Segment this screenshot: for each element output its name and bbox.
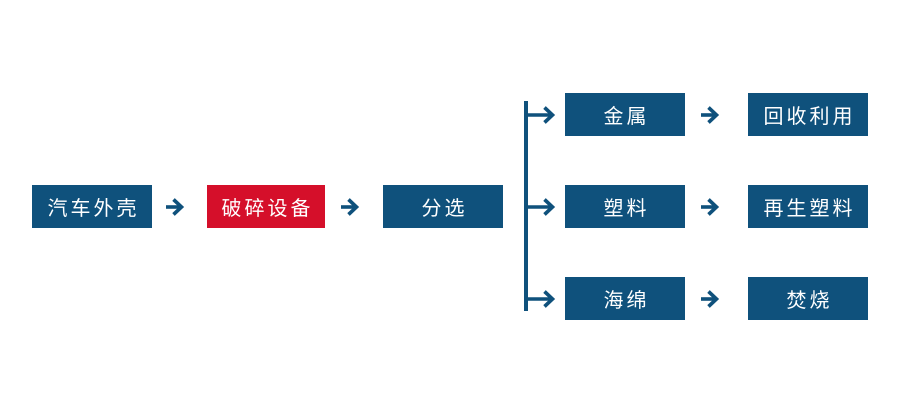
right-arrow-icon bbox=[701, 106, 720, 124]
node-metal: 金属 bbox=[565, 93, 685, 136]
right-arrow-icon bbox=[166, 198, 185, 216]
node-crusher: 破碎设备 bbox=[207, 185, 325, 228]
node-recycle: 回收利用 bbox=[748, 93, 868, 136]
right-arrow-icon bbox=[701, 290, 720, 308]
branch-arrow-icon bbox=[526, 198, 556, 216]
right-arrow-icon bbox=[701, 198, 720, 216]
branch-arrow-icon bbox=[526, 106, 556, 124]
node-plastic: 塑料 bbox=[565, 185, 685, 228]
node-incineration: 焚烧 bbox=[748, 277, 868, 320]
node-car-shell: 汽车外壳 bbox=[32, 185, 152, 228]
right-arrow-icon bbox=[341, 198, 360, 216]
node-recycled-plastic: 再生塑料 bbox=[748, 185, 868, 228]
node-sorting: 分选 bbox=[383, 185, 503, 228]
node-sponge: 海绵 bbox=[565, 277, 685, 320]
branch-arrow-icon bbox=[526, 290, 556, 308]
